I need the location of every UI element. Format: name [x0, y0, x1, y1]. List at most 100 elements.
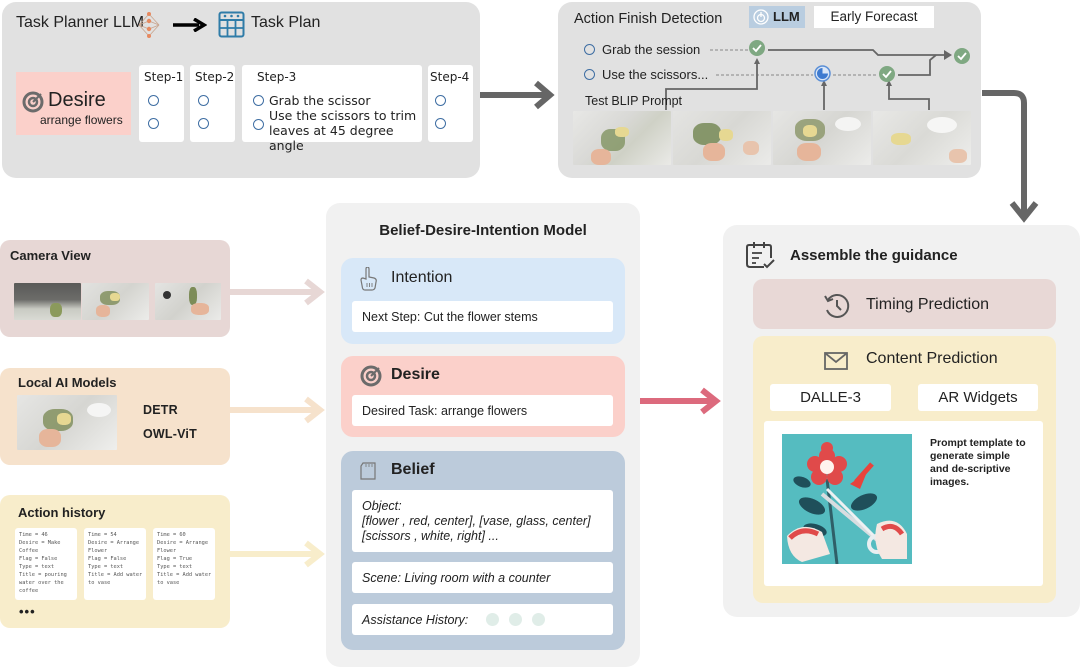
early-forecast-badge[interactable]: Early Forecast [814, 6, 934, 28]
history-line: to vase [88, 580, 111, 586]
desire-value: Desired Task: arrange flowers [352, 395, 613, 426]
action-item: Grab the session [602, 42, 701, 57]
detection-flow-lines [665, 49, 952, 110]
step-checkbox[interactable] [148, 118, 159, 129]
llm-badge-label: LLM [773, 9, 800, 24]
assistance-dot [486, 613, 500, 626]
history-to-bdi-arrow [230, 540, 325, 568]
history-line: Type = text [157, 564, 193, 570]
task-planner-title: Task Planner LLM [16, 14, 145, 31]
step-label: Step-4 [430, 70, 470, 84]
video-frame-thumbnail [873, 111, 971, 165]
step-label: Step-1 [144, 70, 184, 84]
history-line: Title = Add water [157, 572, 211, 578]
step-card-2: Step-2 [190, 65, 235, 142]
llm-power-icon [753, 9, 769, 25]
pointing-hand-icon [360, 267, 377, 291]
history-line: Flower [157, 548, 177, 554]
action-checkbox[interactable] [584, 44, 595, 55]
clipboard-check-icon [746, 242, 775, 269]
step-checkbox[interactable] [435, 95, 446, 106]
planner-desire-label: Desire [48, 89, 106, 111]
step-label: Step-3 [257, 70, 297, 84]
step-label: Step-2 [195, 70, 235, 84]
video-frame-thumbnail [673, 111, 771, 165]
step-checkbox[interactable] [148, 95, 159, 106]
ar-widgets-tool[interactable]: AR Widgets [918, 384, 1038, 411]
history-line: Desire = Make [19, 540, 61, 546]
table-plan-icon [218, 11, 245, 38]
prompt-template-description: Prompt template to generate simple and d… [930, 437, 1026, 488]
step-checkbox[interactable] [198, 95, 209, 106]
video-frame-thumbnail [573, 111, 671, 165]
content-prediction-label: Content Prediction [866, 350, 998, 367]
history-entry-card: Time = 60 Desire = Arrange Flower Flag =… [153, 528, 215, 600]
check-done-icon [879, 66, 895, 82]
final-check-icon [954, 48, 970, 64]
task-plan-title: Task Plan [251, 14, 321, 31]
action-checkbox[interactable] [584, 69, 595, 80]
flower-scissors-illustration [787, 442, 907, 564]
history-line: Title = pouring [19, 572, 67, 578]
history-line: Type = text [19, 564, 55, 570]
step-item-text: Use the scissors to trim leaves at 45 de… [269, 108, 417, 153]
bdi-model-title: Belief-Desire-Intention Model [379, 222, 587, 239]
desire-label: Desire [391, 366, 440, 383]
belief-scene-box: Scene: Living room with a counter [352, 562, 613, 593]
model-input-thumbnail [17, 395, 117, 450]
history-line: Flower [88, 548, 108, 554]
camera-to-bdi-arrow [230, 278, 325, 306]
local-ai-models-title: Local AI Models [18, 375, 117, 390]
assistance-dot [509, 613, 523, 626]
history-line: coffee [19, 588, 39, 594]
action-finish-title: Action Finish Detection [574, 11, 723, 27]
camera-view-title: Camera View [10, 248, 91, 263]
target-icon [360, 365, 382, 387]
belief-object-line: [flower , red, center], [vase, glass, ce… [362, 513, 591, 528]
intention-label: Intention [391, 269, 453, 286]
timing-prediction-label: Timing Prediction [866, 296, 990, 313]
blip-prompt-label: Test BLIP Prompt [585, 94, 683, 108]
planner-desire-task: arrange flowers [40, 113, 123, 127]
belief-object-box: Object: [flower , red, center], [vase, g… [352, 490, 613, 552]
action-item: Use the scissors... [602, 67, 709, 82]
check-done-icon [749, 40, 765, 56]
video-frame-thumbnail [773, 111, 871, 165]
belief-assistance-box: Assistance History: [352, 604, 613, 635]
belief-object-label: Object: [362, 498, 402, 513]
camera-thumbnail [155, 283, 221, 320]
dalle-3-tool[interactable]: DALLE-3 [770, 384, 891, 411]
bdi-to-guidance-arrow [640, 387, 721, 415]
assemble-guidance-title: Assemble the guidance [790, 247, 958, 264]
action-history-title: Action history [18, 505, 106, 520]
belief-label: Belief [391, 461, 435, 478]
history-line: Title = Add water [88, 572, 142, 578]
history-entry-card: Time = 46 Desire = Make Coffee Flag = Fa… [15, 528, 77, 600]
step-item-text: Grab the scissor [269, 93, 371, 108]
step-checkbox[interactable] [253, 119, 264, 130]
history-line: Time = 60 [157, 532, 186, 538]
history-line: Time = 54 [88, 532, 117, 538]
model-name-owlvit: OWL-ViT [143, 427, 197, 441]
pending-progress-icon [814, 65, 831, 82]
neural-network-icon [138, 12, 160, 38]
llm-badge[interactable]: LLM [749, 6, 805, 28]
belief-object-line: [scissors , white, right] ... [362, 528, 499, 543]
timing-prediction-panel [753, 279, 1056, 329]
history-line: Desire = Arrange [157, 540, 209, 546]
models-to-bdi-arrow [230, 396, 325, 424]
history-more-ellipsis: ••• [19, 604, 36, 619]
assistance-dot [532, 613, 546, 626]
camera-thumbnail [14, 283, 81, 320]
history-line: water over the [19, 580, 64, 586]
step-checkbox[interactable] [198, 118, 209, 129]
step-checkbox[interactable] [435, 118, 446, 129]
detection-to-guidance-arrow [982, 90, 1039, 223]
history-line: Coffee [19, 548, 39, 554]
history-entry-card: Time = 54 Desire = Arrange Flower Flag =… [84, 528, 146, 600]
history-line: Flag = True [157, 556, 193, 562]
history-clock-icon [824, 293, 850, 318]
camera-thumbnail [82, 283, 149, 320]
target-icon [22, 91, 44, 113]
step-checkbox[interactable] [253, 95, 264, 106]
